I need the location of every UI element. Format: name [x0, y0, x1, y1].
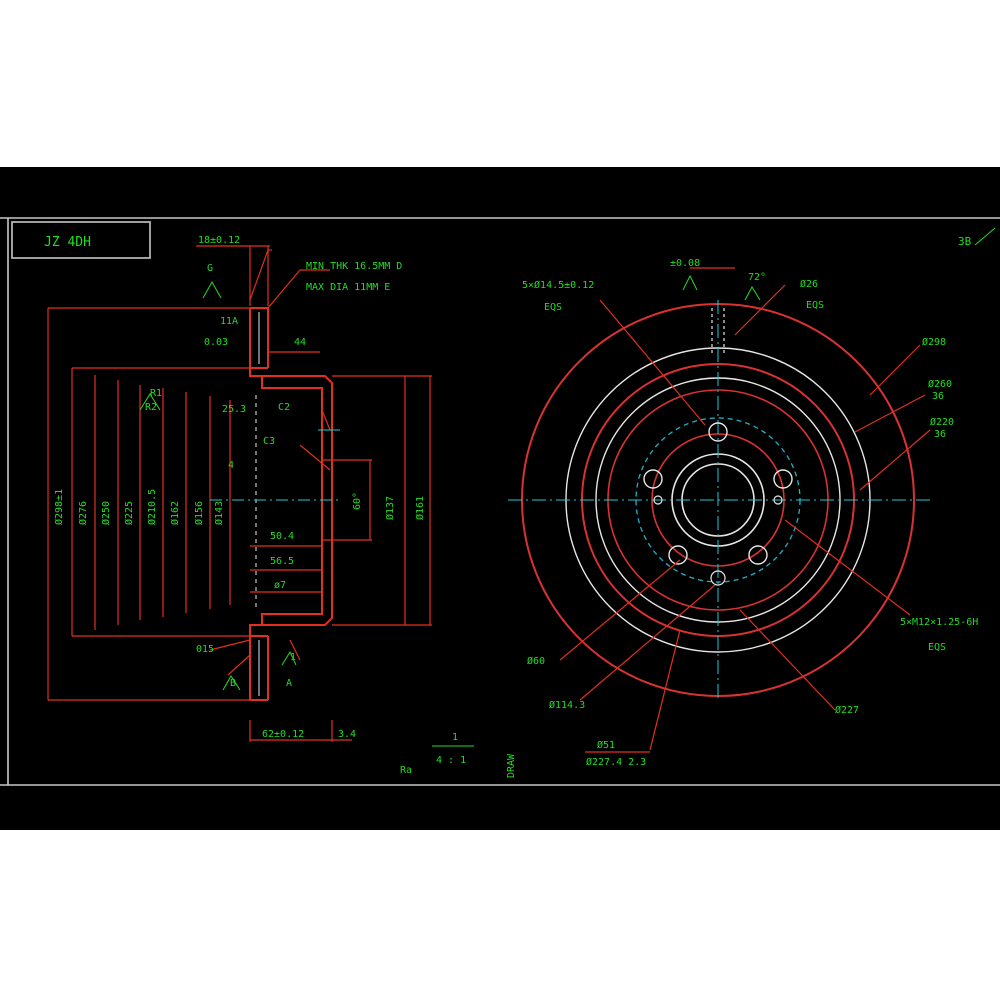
dim-11a: 11A	[220, 316, 238, 327]
vertical-dimension-7: Ø156	[193, 501, 205, 525]
section-vertical-dimensions: Ø298±1 Ø276 Ø250 Ø225 Ø210.5 Ø162 Ø156 Ø143	[53, 489, 225, 525]
note-min-thickness: MIN THK 16.5MM D	[306, 261, 402, 272]
title-block-label: JZ 4DH	[44, 235, 91, 250]
vertical-dimension-6: Ø162	[169, 501, 181, 525]
corner-note: 3B	[958, 235, 972, 248]
note-thread-1: 5×M12×1.25-6H	[900, 617, 978, 628]
dim-504: 50.4	[270, 531, 294, 542]
scale-block: 1 4 : 1 Ra DRAW	[400, 732, 517, 778]
sheet-label: DRAW	[506, 753, 517, 778]
dim-angle-top: 72°	[748, 272, 766, 283]
front-view: 5×Ø14.5±0.12 EQS ±0.08 72° Ø26 EQS Ø298 …	[508, 258, 978, 768]
scale-numerator: 1	[452, 732, 458, 743]
bolt-holes	[643, 422, 793, 565]
datum-symbols	[139, 280, 297, 691]
dim-60: Ø60	[527, 655, 545, 667]
dim-c3: C3	[263, 436, 275, 447]
dim-top-tolerance: 18±0.12	[198, 235, 240, 246]
datum-b-label: B	[230, 678, 236, 689]
dim-260: Ø260	[928, 378, 952, 390]
scale-left-mark: Ra	[400, 765, 412, 776]
note-bolt-holes-2: EQS	[544, 302, 562, 313]
section-right-dim-lines	[322, 375, 432, 626]
top-slot-marks	[711, 308, 725, 356]
vertical-dimension-8: Ø143	[213, 501, 225, 525]
dim-565: 56.5	[270, 556, 294, 567]
dim-right-dia-1: Ø137	[384, 496, 396, 520]
dim-r1: R1	[150, 388, 162, 399]
front-view-center-lines	[508, 300, 932, 700]
dim-260-sub: 36	[932, 391, 944, 402]
dim-220: Ø220	[930, 416, 954, 428]
threaded-holes	[653, 495, 783, 586]
dim-r2: R2	[145, 402, 157, 413]
dim-right-dia-2: Ø161	[414, 496, 426, 520]
dim-bottom-tolerance: 62±0.12	[262, 729, 304, 740]
dim-angle: 60°	[352, 492, 363, 510]
note-top-right-1: Ø26	[800, 278, 818, 290]
dim-298: Ø298	[922, 336, 946, 348]
vertical-dimension-3: Ø250	[100, 501, 112, 525]
drawing-frame	[0, 217, 1000, 786]
dim-44: 44	[294, 337, 306, 348]
vertical-dimension-2: Ø276	[77, 501, 89, 525]
vertical-dimension-4: Ø225	[123, 501, 135, 525]
dim-003: 0.03	[204, 337, 228, 348]
dim-ring: ø7	[274, 580, 286, 591]
title-block: JZ 4DH	[11, 221, 151, 259]
note-top-right-2: EQS	[806, 300, 824, 311]
section-extension-lines	[47, 307, 250, 701]
dim-34: 3.4	[338, 729, 356, 740]
scale-denominator: 4 : 1	[436, 755, 466, 766]
dim-top-tolerance-front: ±0.08	[670, 258, 700, 269]
dim-051: Ø51	[597, 739, 615, 751]
front-view-leaders	[559, 267, 931, 753]
drawing-background	[0, 167, 1000, 830]
dim-227-tol: Ø227.4 2.3	[586, 756, 646, 768]
note-thread-2: EQS	[928, 642, 946, 653]
dim-227: Ø227	[835, 704, 859, 716]
datum-g-label: G	[207, 263, 213, 274]
dim-220-sub: 36	[934, 429, 946, 440]
dim-1143: Ø114.3	[549, 699, 585, 711]
note-bolt-holes-1: 5×Ø14.5±0.12	[522, 279, 594, 291]
dim-253: 25.3	[222, 404, 246, 415]
vertical-dimension-5: Ø210.5	[146, 489, 158, 525]
section-view: MIN THK 16.5MM D MAX DIA 11MM E 18±0.12 …	[47, 235, 432, 742]
vertical-dimension-1: Ø298±1	[53, 489, 65, 525]
front-view-datum-symbols	[682, 274, 761, 301]
dim-mark-4: 4	[228, 460, 234, 471]
corner-note-leader	[974, 227, 996, 246]
datum-a-label: A	[286, 678, 292, 689]
note-max-diameter: MAX DIA 11MM E	[306, 282, 390, 293]
section-vent-marks	[255, 312, 260, 696]
dim-c2: C2	[278, 402, 290, 413]
dim-015: 015	[196, 644, 214, 655]
section-leader-lines	[196, 245, 352, 742]
